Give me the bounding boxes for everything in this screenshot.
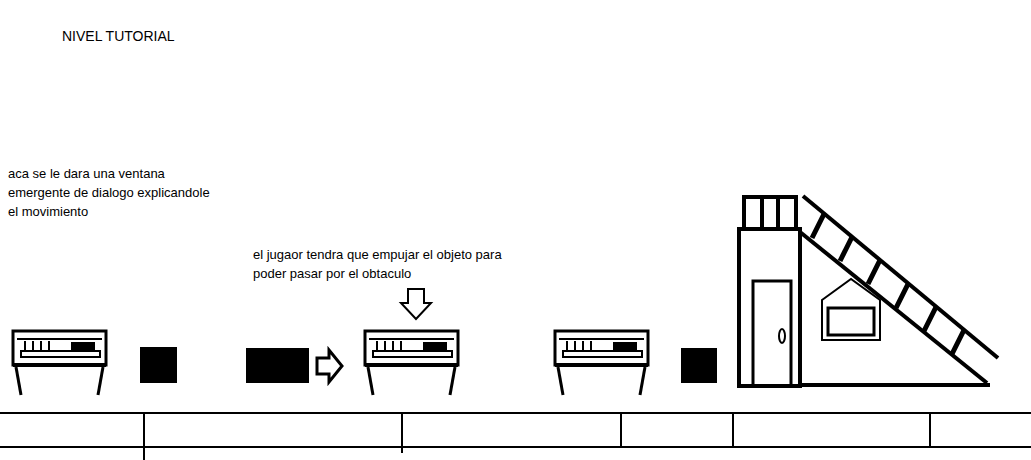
desk xyxy=(365,331,458,395)
block xyxy=(681,348,717,383)
block xyxy=(140,347,177,383)
tower xyxy=(739,196,998,386)
push-block xyxy=(246,348,309,383)
down-arrow xyxy=(401,289,431,319)
push-arrow xyxy=(317,350,342,382)
design-note: aca se le dara una ventana emergente de … xyxy=(8,164,213,221)
desk xyxy=(555,331,648,395)
desk xyxy=(13,331,106,395)
floor xyxy=(0,413,1031,460)
level-title: NIVEL TUTORIAL xyxy=(62,27,362,45)
design-note: el jugaor tendra que empujar el objeto p… xyxy=(253,245,525,283)
